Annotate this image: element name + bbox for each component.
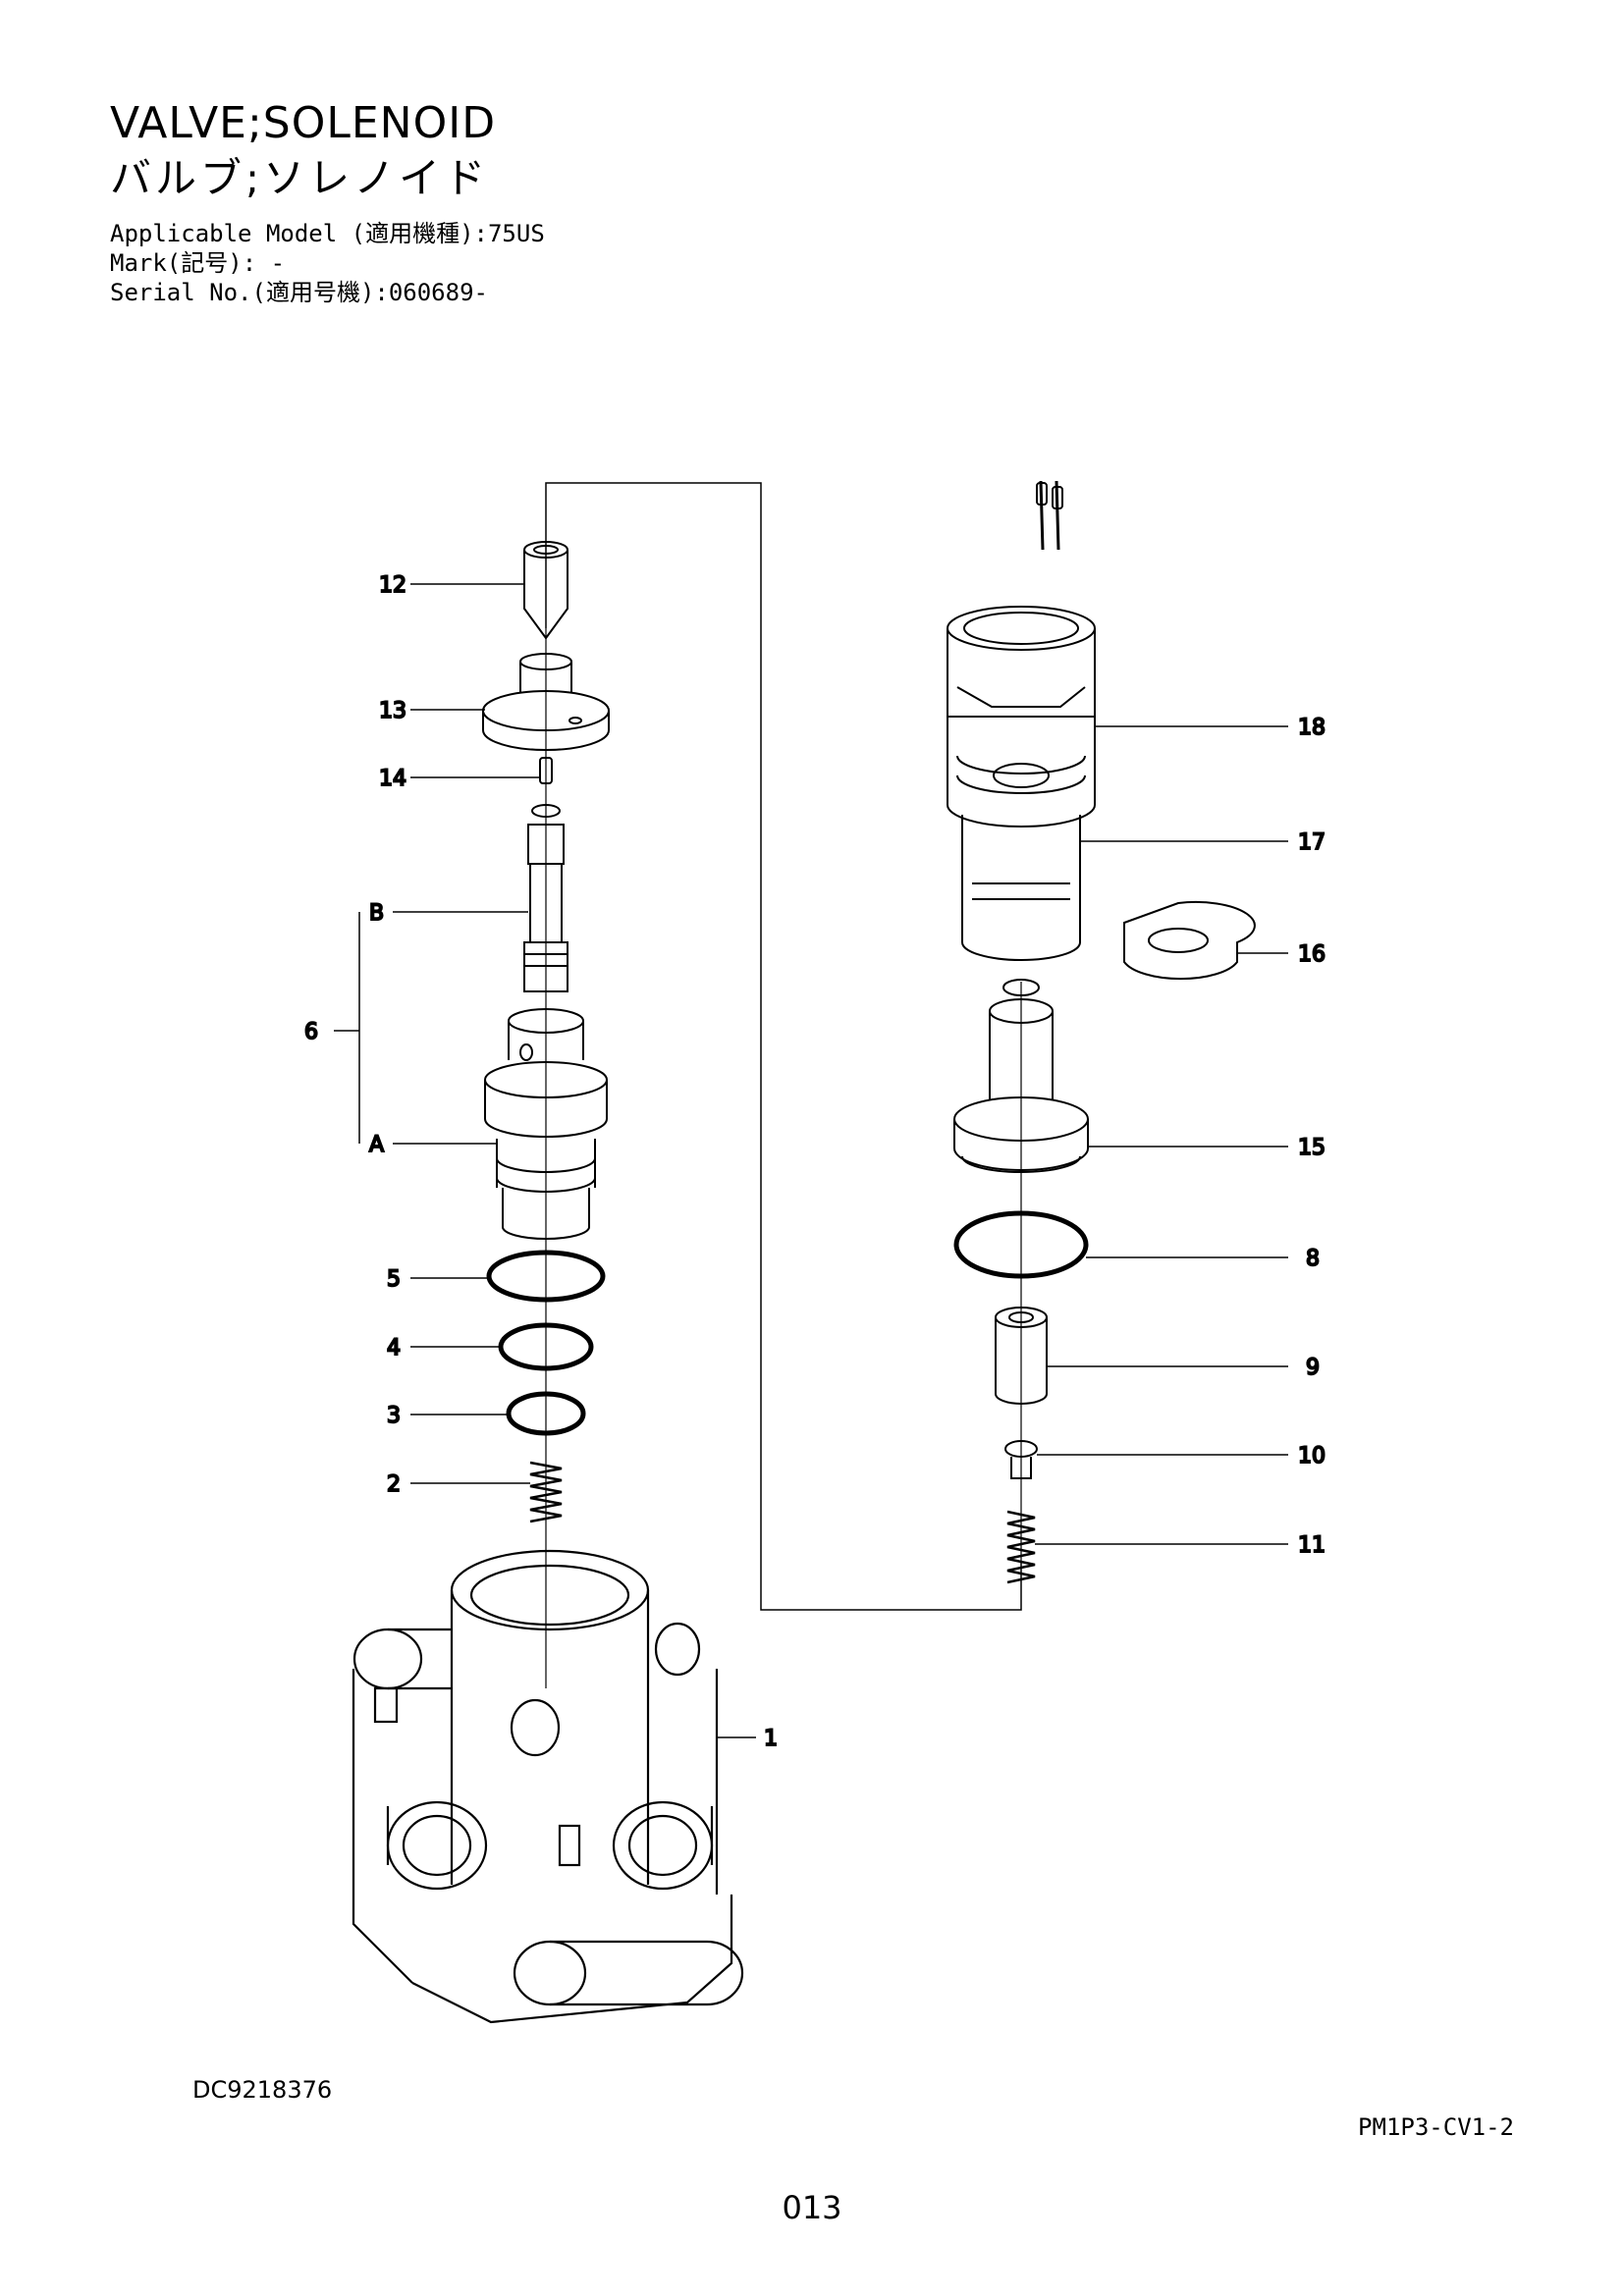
part-15-plunger-tube [953,979,1089,1173]
callout-10: 10 [1298,1444,1326,1468]
page-number: 013 [782,2189,842,2226]
part-12-nozzle [523,541,568,640]
part-8-o-ring [953,1210,1089,1279]
serial-number: Serial No.(適用号機):060689- [110,279,488,306]
part-5-o-ring [486,1250,606,1303]
part-title-japanese: バルブ;ソレノイド [110,154,490,202]
callout-11: 11 [1298,1533,1326,1558]
callout-17: 17 [1298,830,1326,855]
part-14-pin [539,757,553,784]
callout-3: 3 [387,1404,401,1428]
part-1-valve-body [352,1549,744,2024]
part-6a-sleeve [484,1008,608,1240]
part-17-sleeve [961,815,1081,961]
callout-4: 4 [387,1336,401,1361]
callout-14: 14 [379,767,406,791]
callout-9: 9 [1306,1356,1320,1380]
drawing-code: DC9218376 [192,2076,333,2104]
callout-16: 16 [1298,942,1326,967]
callout-6: 6 [304,1020,318,1044]
part-16-washer [1123,900,1256,981]
assembly-frame-line [545,482,1022,1611]
mark-field: Mark(記号): - [110,249,286,277]
part-13-flange [482,653,610,751]
part-3-o-ring [506,1391,586,1436]
callout-5: 5 [387,1267,401,1292]
part-18-coil-housing [947,480,1096,828]
callout-1: 1 [764,1727,778,1751]
part-6b-spool [523,804,568,992]
callout-8: 8 [1306,1247,1320,1271]
callout-12: 12 [379,573,406,598]
part-9-plunger [995,1307,1048,1405]
applicable-model: Applicable Model (適用機種):75US [110,220,545,247]
callout-a: A [369,1133,384,1157]
leader-lines [334,583,1288,1738]
part-2-spring [529,1461,563,1523]
callout-2: 2 [387,1472,401,1497]
page-reference: PM1P3-CV1-2 [1358,2113,1514,2141]
callout-13: 13 [379,699,406,723]
callout-15: 15 [1298,1136,1326,1160]
callout-b: B [369,901,384,926]
part-11-spring [1006,1510,1036,1584]
part-10-screw [1004,1440,1038,1479]
part-title-english: VALVE;SOLENOID [110,98,497,148]
callout-18: 18 [1298,716,1326,740]
